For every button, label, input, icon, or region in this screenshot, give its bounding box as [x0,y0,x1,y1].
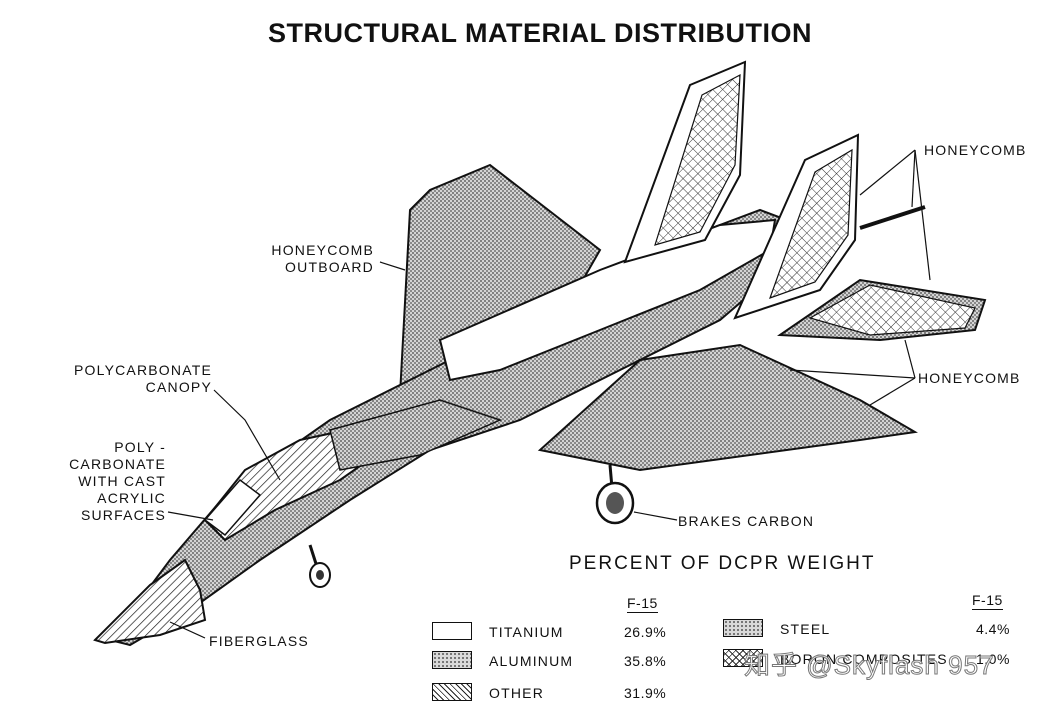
legend-column-head-left: F-15 [627,595,658,613]
actuator-rod [859,205,926,230]
main-gear [595,464,635,525]
label-honeycomb-top: HONEYCOMB [924,142,1027,158]
label-polycarbonate-canopy: POLYCARBONATE CANOPY [60,362,212,396]
label-line: OUTBOARD [285,259,374,275]
windscreen [203,478,262,537]
legend-swatch-other [432,683,472,701]
label-polycarbonate-acrylic: POLY - CARBONATE WITH CAST ACRYLIC SURFA… [40,439,166,524]
left-tail-boron [654,73,741,246]
label-line: WITH CAST [78,473,166,489]
legend-value-boron: 1.0% [976,651,1010,667]
label-honeycomb-right: HONEYCOMB [918,370,1021,386]
label-line: HONEYCOMB [271,242,374,258]
label-honeycomb-outboard: HONEYCOMB OUTBOARD [250,242,374,276]
legend-column-head-right: F-15 [972,592,1003,610]
right-wing [537,343,918,472]
nose-radome [93,558,207,645]
label-line: POLY - [114,439,166,455]
legend-value-aluminum: 35.8% [624,653,667,669]
label-line: CARBONATE [69,456,166,472]
legend-swatch-aluminum [432,651,472,669]
legend-swatch-boron [723,649,763,667]
legend-name-aluminum: ALUMINUM [489,653,574,669]
legend-name-titanium: TITANIUM [489,624,564,640]
legend-title: PERCENT OF DCPR WEIGHT [569,553,876,574]
legend-name-steel: STEEL [780,621,831,637]
legend-value-steel: 4.4% [976,621,1010,637]
label-fiberglass: FIBERGLASS [209,633,309,649]
label-line: ACRYLIC [97,490,166,506]
label-brakes-carbon: BRAKES CARBON [678,513,815,529]
right-tail-boron [769,148,853,299]
label-line: CANOPY [145,379,212,395]
legend-name-other: OTHER [489,685,544,701]
legend-swatch-steel [723,619,763,637]
legend-swatch-titanium [432,622,472,640]
watermark: 知乎 @Skyflash 957 [743,650,995,681]
label-line: SURFACES [80,507,166,523]
stabilizer-boron [808,284,976,336]
intake [329,399,503,471]
nose-gear [308,544,331,588]
legend-value-titanium: 26.9% [624,624,667,640]
label-line: POLYCARBONATE [74,362,212,378]
diagram-title: STRUCTURAL MATERIAL DISTRIBUTION [268,18,812,48]
legend-value-other: 31.9% [624,685,667,701]
legend-name-boron: BORON COMPOSITES [780,651,948,667]
